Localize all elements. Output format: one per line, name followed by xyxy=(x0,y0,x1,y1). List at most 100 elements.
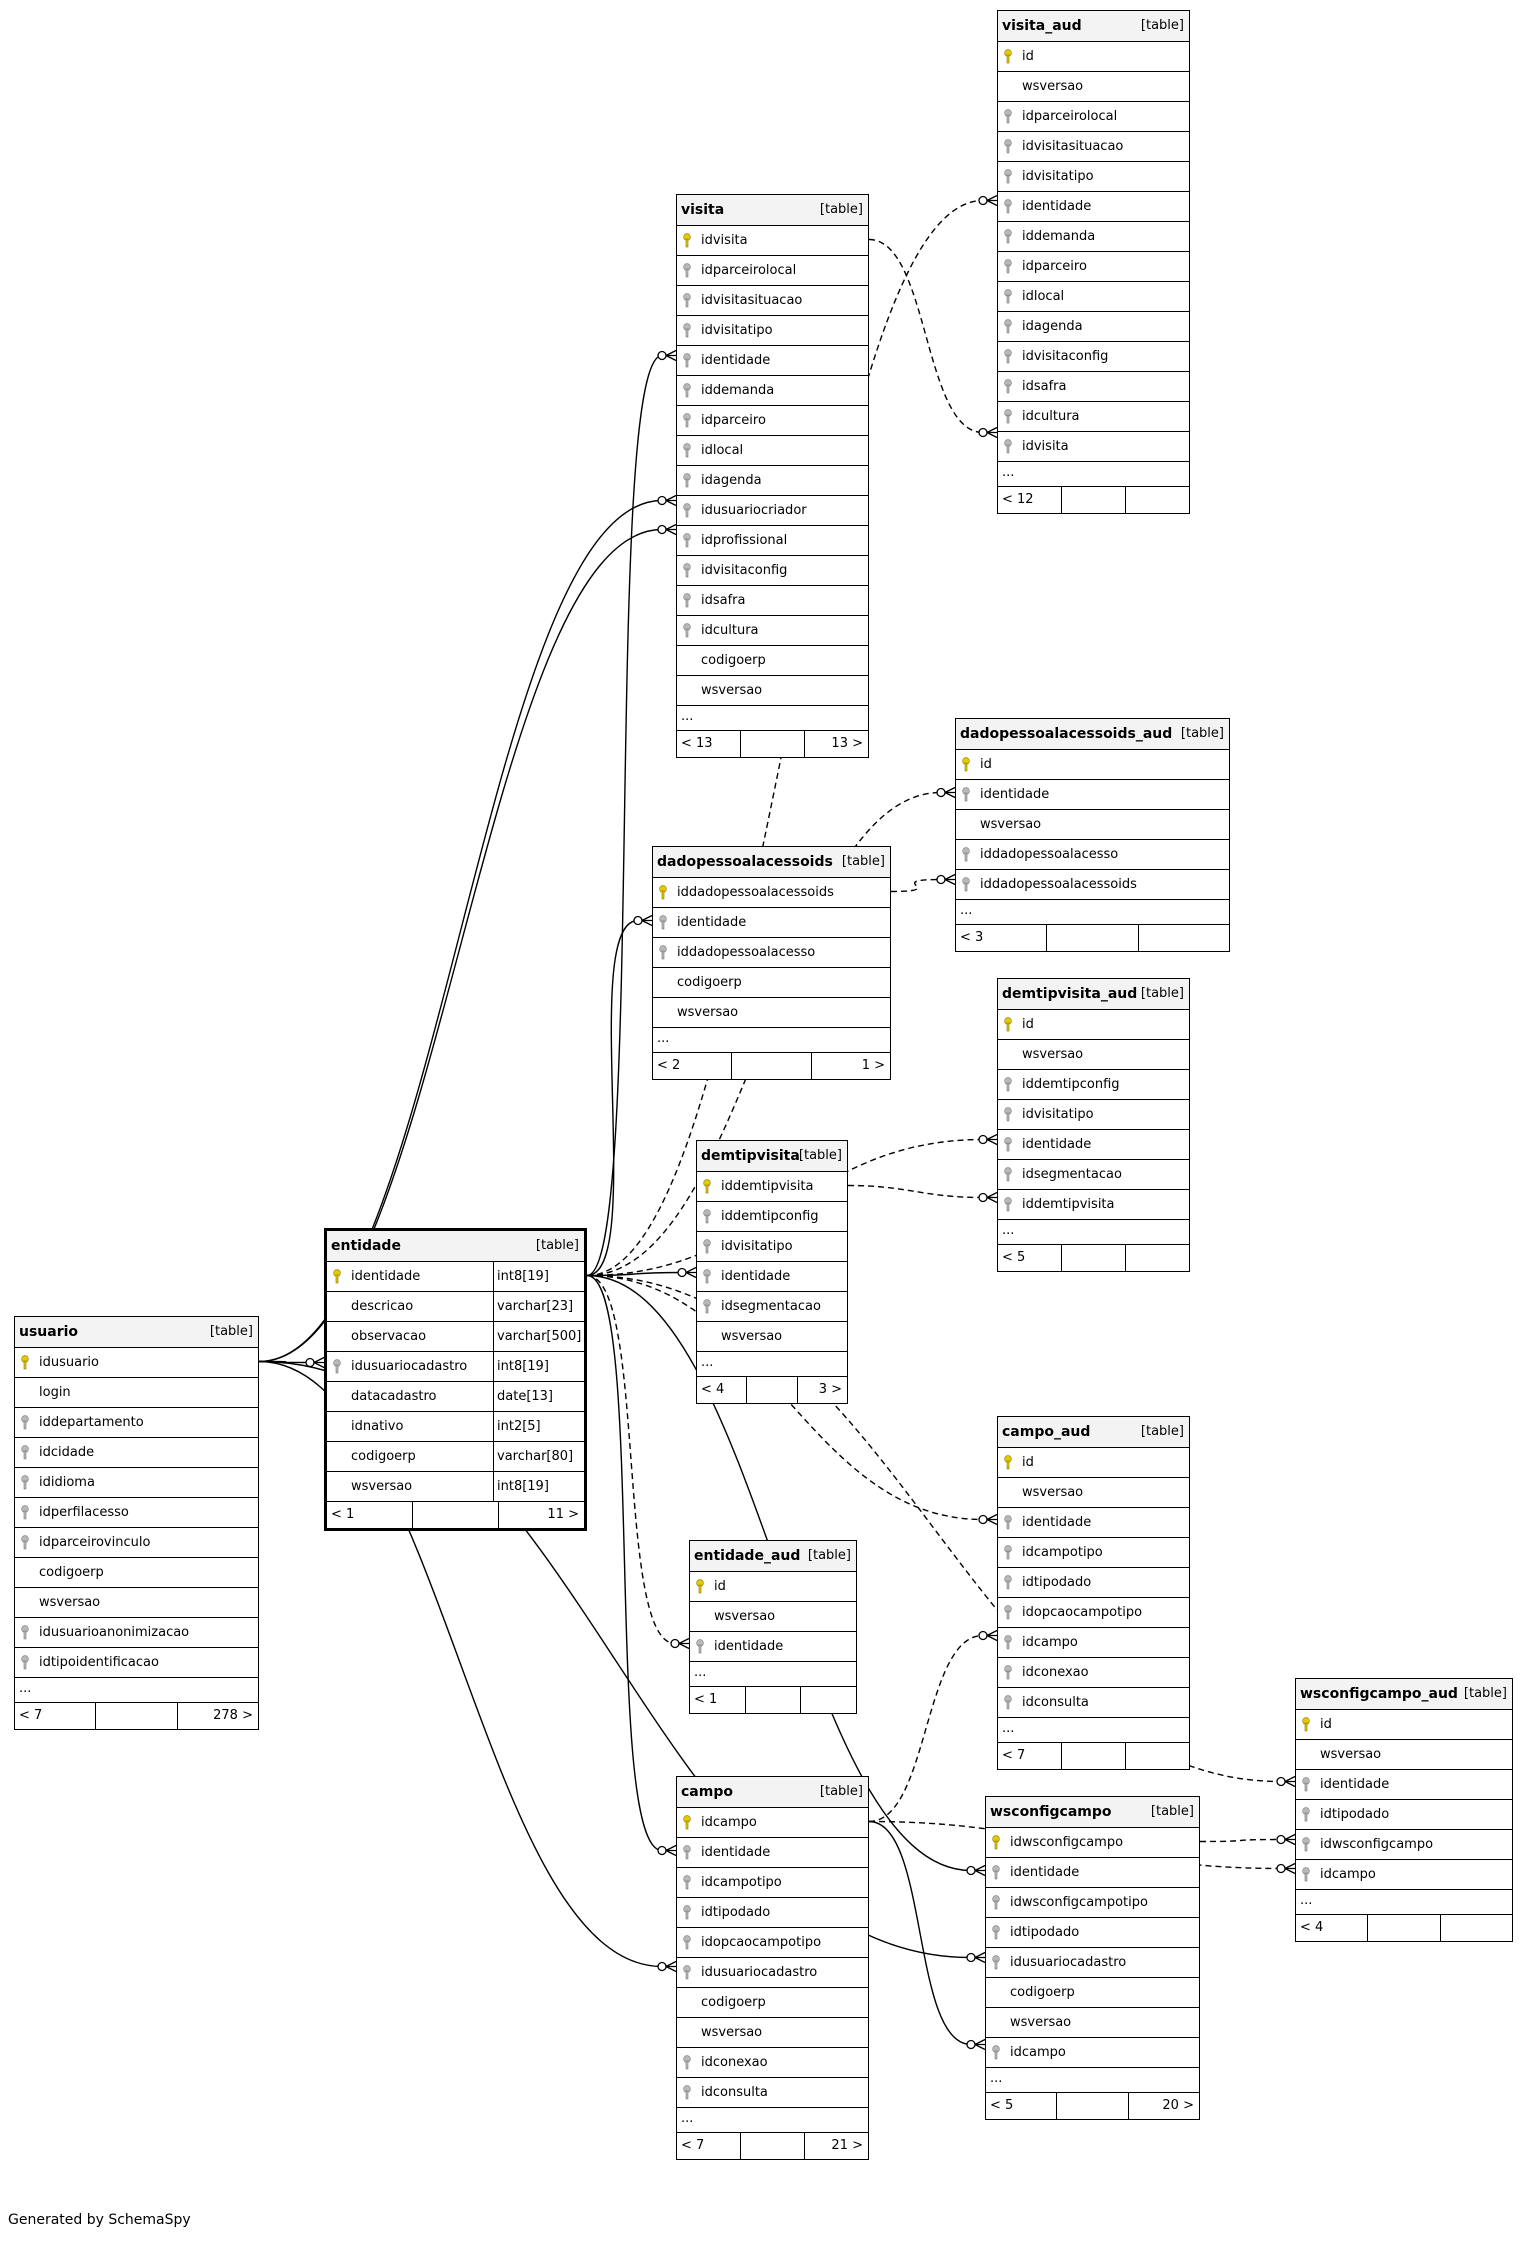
column-row[interactable]: identidade xyxy=(697,1262,847,1292)
table-name[interactable]: visita_aud xyxy=(1002,18,1082,34)
column-row[interactable]: wsversao xyxy=(677,2018,868,2048)
column-row[interactable]: codigoerp xyxy=(986,1978,1199,2008)
column-row[interactable]: idvisitatipo xyxy=(697,1232,847,1262)
children-count[interactable]: 1 > xyxy=(812,1053,890,1079)
column-row[interactable]: idusuario xyxy=(15,1348,258,1378)
column-row[interactable]: identidade xyxy=(653,908,890,938)
table-name[interactable]: campo_aud xyxy=(1002,1424,1091,1440)
column-row[interactable]: idvisitatipo xyxy=(998,1100,1189,1130)
column-row[interactable]: idprofissional xyxy=(677,526,868,556)
column-row[interactable]: idparceiro xyxy=(677,406,868,436)
column-row[interactable]: codigoerp xyxy=(677,646,868,676)
children-count[interactable]: 3 > xyxy=(798,1377,847,1403)
column-row[interactable]: idvisita xyxy=(677,226,868,256)
children-count[interactable]: 20 > xyxy=(1129,2093,1199,2119)
column-row[interactable]: wsversao xyxy=(998,1478,1189,1508)
children-count[interactable]: 13 > xyxy=(805,731,868,757)
column-row[interactable]: idlocal xyxy=(998,282,1189,312)
table-name[interactable]: entidade xyxy=(331,1238,401,1254)
table-name[interactable]: demtipvisita_aud xyxy=(1002,986,1138,1002)
parents-count[interactable]: < 5 xyxy=(998,1245,1062,1271)
column-row[interactable]: codigoerp xyxy=(677,1988,868,2018)
column-row[interactable]: idwsconfigcampo xyxy=(1296,1830,1512,1860)
column-row[interactable]: identidade xyxy=(1296,1770,1512,1800)
children-count[interactable]: 278 > xyxy=(178,1703,258,1729)
column-row[interactable]: idcultura xyxy=(677,616,868,646)
column-row[interactable]: idparceirolocal xyxy=(998,102,1189,132)
column-row[interactable]: idtipodado xyxy=(1296,1800,1512,1830)
column-row[interactable]: id xyxy=(998,42,1189,72)
column-row[interactable]: idusuariocadastro xyxy=(677,1958,868,1988)
column-row[interactable]: idconexao xyxy=(677,2048,868,2078)
column-row[interactable]: wsversao xyxy=(1296,1740,1512,1770)
column-row[interactable]: idlocal xyxy=(677,436,868,466)
column-row[interactable]: idsegmentacao xyxy=(998,1160,1189,1190)
column-row[interactable]: iddemanda xyxy=(998,222,1189,252)
column-row[interactable]: identidade xyxy=(986,1858,1199,1888)
column-row[interactable]: idwsconfigcampo xyxy=(986,1828,1199,1858)
column-row[interactable]: identidade xyxy=(690,1632,856,1662)
column-row[interactable]: idsafra xyxy=(998,372,1189,402)
column-row[interactable]: idvisitasituacao xyxy=(677,286,868,316)
column-row[interactable]: identidade xyxy=(677,1838,868,1868)
column-row[interactable]: identidade xyxy=(998,1508,1189,1538)
column-row[interactable]: idvisitaconfig xyxy=(998,342,1189,372)
children-count[interactable] xyxy=(801,1687,856,1713)
parents-count[interactable]: < 2 xyxy=(653,1053,733,1079)
column-row[interactable]: idparceirovinculo xyxy=(15,1528,258,1558)
column-row[interactable]: id xyxy=(1296,1710,1512,1740)
column-row[interactable]: iddemtipconfig xyxy=(998,1070,1189,1100)
column-row[interactable]: codigoerp xyxy=(15,1558,258,1588)
parents-count[interactable]: < 7 xyxy=(15,1703,97,1729)
column-row[interactable]: idparceiro xyxy=(998,252,1189,282)
column-row[interactable]: ididioma xyxy=(15,1468,258,1498)
parents-count[interactable]: < 3 xyxy=(956,925,1048,951)
column-row[interactable]: idtipodado xyxy=(677,1898,868,1928)
column-row[interactable]: idcidade xyxy=(15,1438,258,1468)
column-row[interactable]: idusuarioanonimizacao xyxy=(15,1618,258,1648)
parents-count[interactable]: < 7 xyxy=(677,2133,741,2159)
column-row[interactable]: id xyxy=(956,750,1229,780)
column-row[interactable]: idopcaocampotipo xyxy=(677,1928,868,1958)
column-row[interactable]: idconsulta xyxy=(677,2078,868,2108)
column-row[interactable]: idcampotipo xyxy=(998,1538,1189,1568)
column-row[interactable]: iddemtipvisita xyxy=(998,1190,1189,1220)
column-row[interactable]: idcampo xyxy=(986,2038,1199,2068)
children-count[interactable] xyxy=(1139,925,1229,951)
column-row[interactable]: idtipodado xyxy=(986,1918,1199,1948)
column-row[interactable]: idwsconfigcampotipo xyxy=(986,1888,1199,1918)
parents-count[interactable]: < 4 xyxy=(1296,1915,1369,1941)
parents-count[interactable]: < 7 xyxy=(998,1743,1062,1769)
column-row[interactable]: idcultura xyxy=(998,402,1189,432)
column-row[interactable]: iddepartamento xyxy=(15,1408,258,1438)
column-row[interactable]: idsegmentacao xyxy=(697,1292,847,1322)
column-row[interactable]: wsversao xyxy=(998,1040,1189,1070)
table-name[interactable]: demtipvisita xyxy=(701,1148,800,1164)
table-name[interactable]: campo xyxy=(681,1784,733,1800)
column-row[interactable]: idparceirolocal xyxy=(677,256,868,286)
column-row[interactable]: idperfilacesso xyxy=(15,1498,258,1528)
column-row[interactable]: idconexao xyxy=(998,1658,1189,1688)
column-row[interactable]: idvisita xyxy=(998,432,1189,462)
column-row[interactable]: idvisitasituacao xyxy=(998,132,1189,162)
column-row[interactable]: wsversao xyxy=(956,810,1229,840)
parents-count[interactable]: < 4 xyxy=(697,1377,748,1403)
table-name[interactable]: usuario xyxy=(19,1324,79,1340)
column-row[interactable]: iddemtipvisita xyxy=(697,1172,847,1202)
column-row[interactable]: wsversao xyxy=(653,998,890,1028)
column-row[interactable]: wsversao xyxy=(697,1322,847,1352)
column-row[interactable]: idcampotipo xyxy=(677,1868,868,1898)
